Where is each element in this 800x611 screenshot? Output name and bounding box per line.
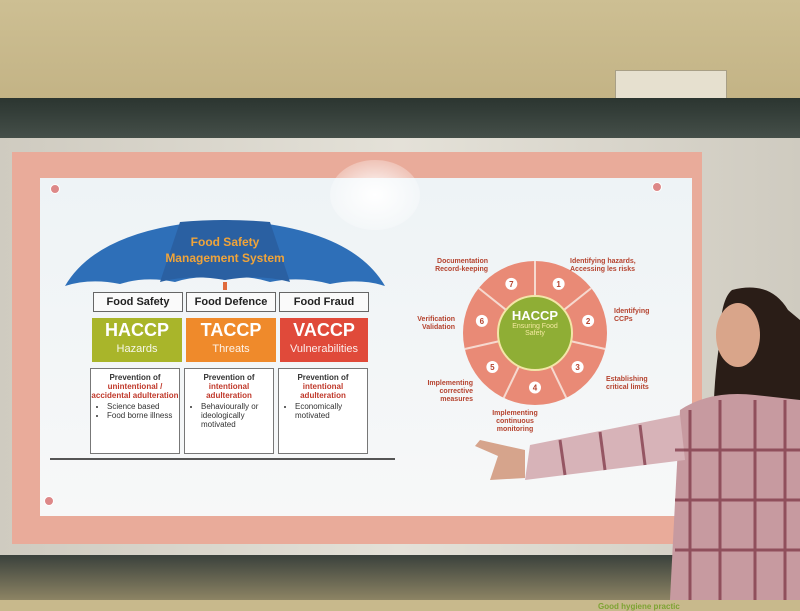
step-label-2: Identifying CCPs: [614, 308, 650, 323]
haccp-code: HACCP: [104, 320, 169, 340]
step-number-badge: [475, 314, 488, 327]
divider-line: [50, 458, 395, 460]
wheel-divider: [550, 365, 568, 399]
umbrella-title-line1: Food Safety: [190, 235, 260, 249]
taccp-box: TACCP Threats: [186, 318, 276, 362]
wheel-center-text: HACCP Ensuring Food Safety: [505, 308, 565, 337]
wheel-center: [497, 295, 573, 371]
step-number-badge: [529, 381, 541, 394]
slide-corner-dot: [652, 182, 662, 192]
desc-bullet: Economically motivated: [295, 402, 367, 420]
projector-glare: [330, 160, 420, 230]
desc-highlight: unintentional / accidental adulteration: [91, 382, 179, 400]
step-number-badge: [486, 360, 499, 373]
haccp-wheel: 1 2 3 4 5 6 7: [463, 261, 607, 405]
desc-highlight: intentional adulteration: [300, 382, 346, 400]
umbrella-graphic: [65, 220, 385, 290]
step-number: 7: [509, 280, 514, 289]
board-frame-bottom: [0, 555, 800, 600]
presenter: [475, 287, 800, 600]
step-number: 1: [556, 280, 561, 289]
taccp-subtitle: Threats: [212, 343, 250, 355]
column-header-food-fraud: Food Fraud: [279, 292, 369, 312]
slide-corner-dot: [50, 184, 60, 194]
wheel-divider: [570, 340, 606, 350]
step-number: 2: [586, 317, 591, 326]
taccp-code: TACCP: [200, 320, 262, 340]
step-label-5: Implementing corrective measures: [427, 380, 473, 403]
desc-bullet: Food borne illness: [107, 411, 179, 420]
step-label-1: Identifying hazards, Accessing les risks: [570, 258, 636, 273]
desc-bullet: Science based: [107, 402, 179, 411]
step-number-badge: [571, 360, 584, 373]
step-label-6: Verification Validation: [417, 316, 455, 331]
step-number: 5: [490, 363, 495, 372]
wheel-divider: [478, 287, 507, 311]
desc-prefix: Prevention of: [203, 373, 255, 382]
vaccp-description: Prevention of intentional adulteration E…: [278, 368, 368, 454]
wheel-divider: [464, 340, 500, 350]
wheel-center-title: HACCP: [511, 308, 559, 323]
wheel-divider: [563, 287, 592, 311]
haccp-description: Prevention of unintentional / accidental…: [90, 368, 180, 454]
power-outlet: [615, 70, 727, 100]
column-header-food-defence: Food Defence: [186, 292, 276, 312]
wheel-center-subtitle: Ensuring Food Safety: [512, 323, 558, 337]
taccp-description: Prevention of intentional adulteration B…: [184, 368, 274, 454]
step-number-badge: [552, 277, 565, 290]
desc-prefix: Prevention of: [109, 373, 161, 382]
step-number: 4: [533, 384, 538, 393]
vaccp-code: VACCP: [293, 320, 355, 340]
step-number-badge: [505, 277, 518, 290]
step-label-7: Documentation Record-keeping: [435, 258, 488, 273]
wheel-divider: [502, 365, 520, 399]
step-number-badge: [582, 314, 595, 327]
board-frame-top: [0, 98, 800, 140]
step-number: 6: [480, 317, 485, 326]
vaccp-box: VACCP Vulnerabilities: [280, 318, 368, 362]
umbrella-title-line2: Management System: [165, 251, 285, 265]
haccp-subtitle: Hazards: [116, 343, 158, 355]
step-label-4: Implementing continuous monitoring: [492, 410, 538, 433]
desc-prefix: Prevention of: [297, 373, 349, 382]
slide-corner-dot: [44, 496, 54, 506]
desc-highlight: intentional adulteration: [206, 382, 252, 400]
umbrella-title: Food Safety Management System: [150, 234, 300, 266]
step-number: 3: [575, 363, 580, 372]
good-hygiene-text: Good hygiene practic: [598, 602, 680, 611]
step-label-3: Establishing critical limits: [606, 376, 649, 391]
vaccp-subtitle: Vulnerabilities: [289, 343, 359, 355]
desc-bullet: Behaviourally or ideologically motivated: [201, 402, 273, 429]
haccp-box: HACCP Hazards: [92, 318, 182, 362]
column-header-food-safety: Food Safety: [93, 292, 183, 312]
